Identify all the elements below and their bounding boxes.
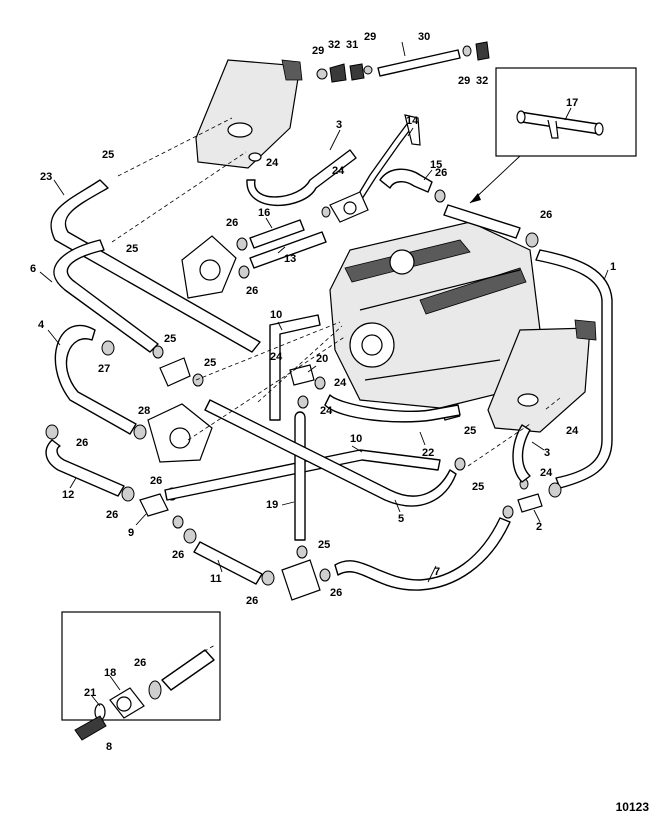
- hose-7: [334, 517, 511, 591]
- callout-24-e: 24: [320, 405, 333, 417]
- callout-26-f: 26: [150, 475, 162, 487]
- callout-24-b: 24: [332, 165, 345, 177]
- callout-26-e: 26: [76, 437, 88, 449]
- hose-19: [294, 411, 306, 541]
- callout-22: 22: [422, 447, 434, 459]
- callout-24-c: 24: [270, 351, 283, 363]
- callout-26-h: 26: [172, 549, 184, 561]
- hose-11: [193, 541, 263, 585]
- callout-9: 9: [128, 527, 134, 539]
- hose-10-vertical: [269, 314, 321, 421]
- fitting-27: [101, 340, 204, 387]
- callout-32-a: 32: [328, 39, 340, 51]
- callout-24-a: 24: [266, 157, 279, 169]
- callout-23: 23: [40, 171, 52, 183]
- callout-26-b: 26: [246, 285, 258, 297]
- callout-31: 31: [346, 39, 358, 51]
- hose-6: [53, 239, 159, 353]
- callout-13: 13: [284, 253, 296, 265]
- hose-3-upper: [246, 149, 357, 207]
- dashed-leaders: [111, 117, 561, 467]
- callout-30: 30: [418, 31, 430, 43]
- callout-24-d: 24: [334, 377, 347, 389]
- fitting-2: [517, 478, 543, 513]
- callout-32-b: 32: [476, 75, 488, 87]
- engine-block: [329, 221, 541, 421]
- callout-24-f: 24: [566, 425, 579, 437]
- callout-28: 28: [138, 405, 150, 417]
- hose-4: [54, 324, 137, 435]
- exhaust-manifold-upper: [195, 59, 303, 169]
- callout-labels: 1 2 3 3 4 5 6 7 8 9 10 10 11 12 13 14 15…: [30, 31, 616, 753]
- hose-5: [204, 399, 457, 507]
- hose-10-long: [164, 449, 441, 501]
- callout-12: 12: [62, 489, 74, 501]
- callout-16: 16: [258, 207, 270, 219]
- callout-17: 17: [566, 97, 578, 109]
- callout-25-e: 25: [464, 425, 476, 437]
- callout-25-g: 25: [318, 539, 330, 551]
- inset-box-drain: [61, 611, 221, 741]
- callout-3-upper: 3: [336, 119, 342, 131]
- hose-16: [249, 219, 305, 249]
- callout-29-a: 29: [312, 45, 324, 57]
- callout-14: 14: [406, 115, 419, 127]
- exhaust-manifold-right: [487, 319, 597, 433]
- hose-3-lower: [512, 424, 531, 483]
- callout-25-b: 25: [126, 243, 138, 255]
- callout-10-upper: 10: [270, 309, 282, 321]
- callout-20: 20: [316, 353, 328, 365]
- drain-fitting-lower: [281, 545, 331, 601]
- hose-12: [45, 439, 125, 497]
- water-pump-upper: [181, 235, 250, 299]
- callout-26-j: 26: [330, 587, 342, 599]
- callout-26-i: 26: [246, 595, 258, 607]
- callout-5: 5: [398, 513, 404, 525]
- callout-11: 11: [210, 573, 222, 585]
- hose-22: [324, 394, 461, 423]
- tee-20: [289, 364, 326, 409]
- callout-25-f: 25: [472, 481, 484, 493]
- callout-15: 15: [430, 159, 442, 171]
- callout-26-a: 26: [226, 217, 238, 229]
- callout-26-g: 26: [106, 509, 118, 521]
- hose-13: [249, 231, 327, 269]
- hose-23: [50, 179, 261, 353]
- bracket-14: [354, 114, 421, 203]
- callout-4: 4: [38, 319, 45, 331]
- callout-26-c: 26: [435, 167, 447, 179]
- callout-19: 19: [266, 499, 278, 511]
- callout-6: 6: [30, 263, 36, 275]
- fittings-top-row: [316, 41, 490, 83]
- callout-25-d: 25: [204, 357, 216, 369]
- callout-7: 7: [434, 566, 440, 578]
- callout-10-lower: 10: [350, 433, 362, 445]
- callout-25-a: 25: [102, 149, 114, 161]
- callout-26-d: 26: [540, 209, 552, 221]
- figure-reference-number: 10123: [615, 800, 649, 814]
- callout-1: 1: [610, 261, 616, 273]
- callout-29-b: 29: [364, 31, 376, 43]
- callout-29-c: 29: [458, 75, 470, 87]
- callout-leaders: [39, 41, 609, 707]
- thermostat-housing: [321, 191, 369, 223]
- callout-3-lower: 3: [544, 447, 550, 459]
- hose-15: [379, 168, 433, 193]
- callout-26-k: 26: [134, 657, 146, 669]
- callout-25-c: 25: [164, 333, 176, 345]
- callout-21: 21: [84, 687, 96, 699]
- callout-8: 8: [106, 741, 112, 753]
- callout-27: 27: [98, 363, 110, 375]
- water-pump-lower: [133, 403, 213, 463]
- callout-18: 18: [104, 667, 116, 679]
- pipe-upper-right: [434, 189, 521, 239]
- inset-box-17: [469, 67, 637, 204]
- callout-2: 2: [536, 521, 542, 533]
- callout-24-g: 24: [540, 467, 553, 479]
